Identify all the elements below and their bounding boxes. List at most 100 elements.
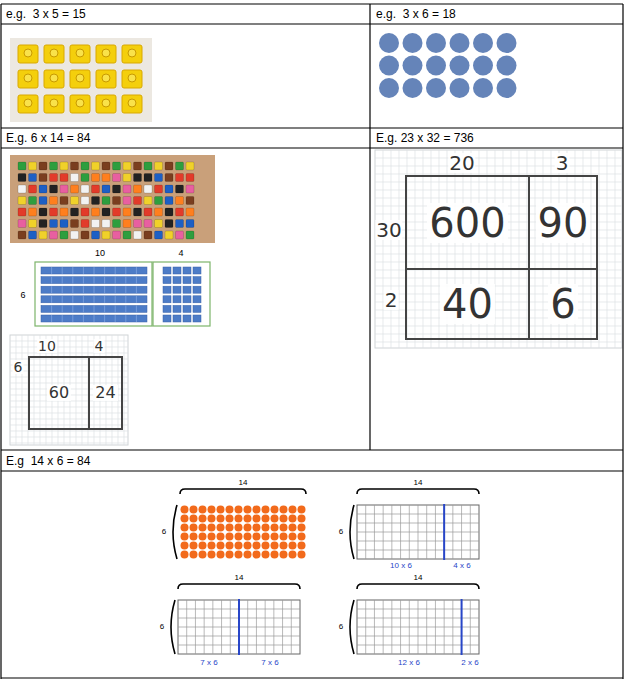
dot xyxy=(298,506,306,514)
cube xyxy=(134,220,142,228)
rod-mark xyxy=(94,315,95,322)
dot xyxy=(235,524,243,532)
cube xyxy=(176,220,184,228)
dot xyxy=(208,515,216,523)
ten-rod xyxy=(41,305,147,312)
cube xyxy=(29,231,37,239)
side-bracket xyxy=(350,505,354,559)
rod-mark xyxy=(104,286,105,293)
cube xyxy=(176,231,184,239)
base-ten-blocks xyxy=(35,262,210,326)
ten-rod xyxy=(41,315,147,322)
one-cube xyxy=(173,286,181,293)
rod-mark xyxy=(104,315,105,322)
dot xyxy=(208,551,216,559)
rod-mark xyxy=(136,286,137,293)
dot xyxy=(235,551,243,559)
photo-ground xyxy=(10,38,152,122)
rod-mark xyxy=(83,315,84,322)
rod-mark xyxy=(62,296,63,303)
dot xyxy=(379,33,399,53)
dot xyxy=(208,542,216,550)
cube xyxy=(71,197,79,205)
grid-frame xyxy=(357,600,479,654)
cube xyxy=(186,208,194,216)
dot xyxy=(298,515,306,523)
rod-mark xyxy=(104,267,105,274)
cube-stud xyxy=(50,74,58,82)
cube xyxy=(92,162,100,170)
dot xyxy=(253,542,261,550)
cube-stud xyxy=(128,49,136,57)
dot xyxy=(190,515,198,523)
grid-line xyxy=(375,254,622,255)
cube xyxy=(122,70,142,88)
cube xyxy=(144,185,152,193)
cube xyxy=(144,220,152,228)
dot xyxy=(289,533,297,541)
cube xyxy=(81,197,89,205)
cell-value: 24 xyxy=(93,385,117,401)
cube xyxy=(92,208,100,216)
cube xyxy=(50,231,58,239)
dot xyxy=(403,56,423,76)
cube xyxy=(18,45,38,63)
dot xyxy=(497,78,517,98)
rod-mark xyxy=(115,296,116,303)
one-cube xyxy=(193,315,201,322)
rod-mark xyxy=(51,286,52,293)
rod-mark xyxy=(136,315,137,322)
dot xyxy=(497,56,517,76)
grid-line xyxy=(10,341,128,342)
cube xyxy=(18,208,26,216)
cube-body xyxy=(18,70,38,88)
cube xyxy=(18,185,26,193)
grid-line xyxy=(375,342,622,343)
cube xyxy=(96,70,116,88)
cube-stud xyxy=(128,74,136,82)
handwritten-label: 20 xyxy=(448,153,475,173)
cube xyxy=(186,197,194,205)
dimension-label: 10 xyxy=(95,249,105,258)
one-cube xyxy=(183,305,191,312)
cell-heading: e.g. 3 x 6 = 18 xyxy=(376,8,456,20)
dot xyxy=(253,551,261,559)
cube xyxy=(155,220,163,228)
cube xyxy=(29,174,37,182)
rod-mark xyxy=(136,277,137,284)
grid-line xyxy=(357,541,479,542)
cube xyxy=(81,208,89,216)
one-cube xyxy=(193,296,201,303)
cube-body xyxy=(70,95,90,113)
cube xyxy=(81,162,89,170)
dot xyxy=(473,33,493,53)
cube xyxy=(102,197,110,205)
handwritten-label: 10 xyxy=(37,339,57,353)
cube xyxy=(186,220,194,228)
grid-line xyxy=(375,262,622,263)
brackets xyxy=(173,489,306,559)
dot xyxy=(289,515,297,523)
one-cube xyxy=(183,296,191,303)
dot xyxy=(217,542,225,550)
area-cell: 90 xyxy=(528,175,598,270)
top-brace xyxy=(178,584,300,589)
rod-mark xyxy=(51,315,52,322)
cube xyxy=(50,220,58,228)
dot xyxy=(298,533,306,541)
dot xyxy=(473,78,493,98)
cube xyxy=(134,185,142,193)
cube xyxy=(134,231,142,239)
dot xyxy=(262,551,270,559)
rod-mark xyxy=(115,267,116,274)
dot xyxy=(262,506,270,514)
cube xyxy=(155,174,163,182)
dot xyxy=(244,506,252,514)
cube xyxy=(144,208,152,216)
cube xyxy=(122,45,142,63)
rod-mark xyxy=(94,305,95,312)
dot xyxy=(244,542,252,550)
dimension-label: 6 xyxy=(162,528,166,536)
